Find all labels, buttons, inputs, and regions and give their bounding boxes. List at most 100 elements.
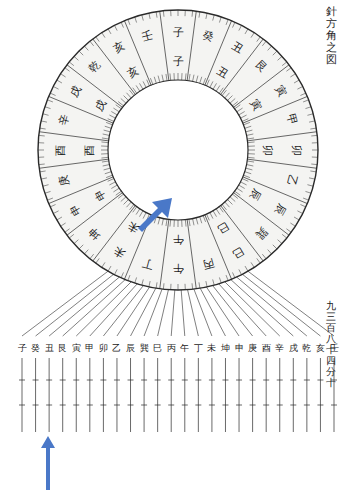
- degree-tick: [257, 258, 261, 263]
- degree-tick: [294, 217, 299, 220]
- degree-tick: [294, 80, 299, 83]
- fan-line: [36, 274, 114, 336]
- degree-tick: [248, 150, 255, 151]
- scale-stem: [239, 358, 240, 432]
- scale-stem: [184, 358, 185, 432]
- degree-tick: [282, 234, 287, 238]
- fan-line: [181, 290, 185, 336]
- direction-label: 丙: [202, 257, 215, 270]
- degree-tick: [121, 22, 123, 27]
- degree-tick: [61, 223, 66, 226]
- degree-tick: [213, 15, 215, 21]
- degree-tick: [169, 220, 171, 227]
- degree-tick: [242, 119, 248, 122]
- branch-label: 未: [126, 220, 141, 235]
- branch-label: 戌: [93, 98, 108, 113]
- sector-line: [160, 219, 169, 288]
- degree-tick: [150, 78, 153, 85]
- direction-label: 午: [173, 263, 184, 274]
- degree-tick: [166, 219, 167, 226]
- scale-mark: [141, 380, 147, 381]
- degree-tick: [96, 258, 100, 263]
- degree-tick: [203, 78, 206, 85]
- degree-tick: [251, 33, 254, 38]
- degree-tick: [149, 281, 150, 287]
- degree-tick: [248, 145, 255, 146]
- degree-tick: [118, 102, 123, 106]
- degree-tick: [242, 178, 248, 181]
- degree-tick: [170, 10, 171, 16]
- degree-tick: [198, 282, 200, 288]
- degree-tick: [239, 185, 245, 189]
- direction-label: 卯: [291, 145, 302, 156]
- scale-stem: [225, 358, 226, 432]
- degree-tick: [237, 188, 243, 192]
- scale-mark: [100, 405, 106, 406]
- degree-tick: [128, 19, 130, 25]
- scale-stem: [211, 358, 212, 432]
- direction-label: 乙: [285, 174, 298, 187]
- degree-tick: [109, 182, 115, 185]
- branch-label: 子: [173, 56, 184, 67]
- degree-tick: [38, 142, 44, 143]
- degree-tick: [312, 142, 318, 143]
- degree-tick: [240, 182, 246, 185]
- degree-tick: [246, 134, 253, 135]
- degree-tick: [109, 115, 115, 118]
- scale-label: 亥: [316, 344, 325, 353]
- degree-tick: [239, 25, 242, 30]
- direction-label: 寅: [273, 83, 288, 98]
- scale-mark: [128, 405, 134, 406]
- sector-line: [160, 11, 169, 80]
- sector-line: [187, 219, 196, 288]
- scale-mark: [100, 380, 106, 381]
- degree-tick: [133, 88, 137, 94]
- degree-tick: [43, 114, 49, 116]
- degree-tick: [45, 191, 51, 193]
- fan-line: [171, 290, 175, 336]
- degree-tick: [69, 234, 74, 238]
- degree-tick: [47, 198, 53, 200]
- scale-label: 辰: [126, 344, 135, 353]
- degree-tick: [245, 266, 248, 271]
- scale-stem: [293, 358, 294, 432]
- degree-tick: [210, 212, 213, 218]
- degree-tick: [311, 135, 317, 137]
- degree-tick: [163, 283, 165, 289]
- direction-label: 壬: [141, 29, 154, 42]
- sector-line: [205, 215, 232, 280]
- degree-tick: [233, 22, 235, 27]
- degree-tick: [240, 115, 246, 118]
- degree-tick: [286, 229, 291, 233]
- degree-tick: [273, 245, 277, 249]
- degree-tick: [278, 240, 282, 244]
- degree-tick: [108, 29, 111, 34]
- scale-label: 辛: [275, 344, 284, 353]
- fan-line: [248, 271, 334, 336]
- fan-line: [131, 288, 156, 336]
- degree-tick: [257, 37, 261, 42]
- fan-line: [22, 271, 108, 336]
- sector-line: [39, 132, 108, 141]
- fan-line: [219, 284, 266, 336]
- degree-tick: [116, 105, 122, 109]
- direction-label: 子: [173, 27, 184, 38]
- scale-label: 卯: [99, 344, 108, 353]
- degree-tick: [181, 73, 182, 80]
- scale-label: 乾: [302, 344, 311, 353]
- degree-tick: [210, 81, 213, 87]
- scale-mark: [317, 380, 323, 381]
- degree-tick: [290, 74, 295, 77]
- scale-mark: [222, 380, 228, 381]
- scale-label: 午: [180, 344, 189, 353]
- scale-stem: [89, 358, 90, 432]
- scale-label: 乙: [112, 344, 121, 353]
- degree-tick: [193, 75, 194, 82]
- degree-tick: [162, 218, 163, 225]
- degree-tick: [156, 282, 158, 288]
- scale-stem: [22, 358, 23, 432]
- degree-tick: [297, 86, 302, 89]
- degree-tick: [300, 93, 305, 95]
- degree-tick: [136, 209, 140, 215]
- scale-mark: [128, 380, 134, 381]
